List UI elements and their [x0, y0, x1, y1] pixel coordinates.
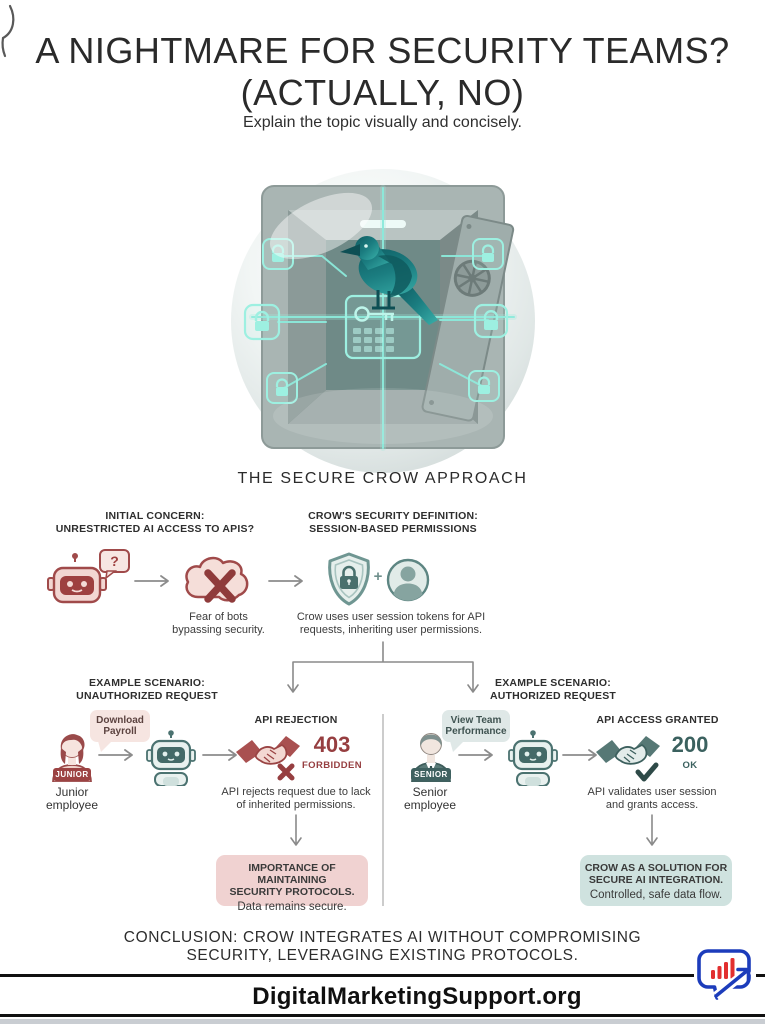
arrow-right-icon	[98, 749, 133, 761]
junior-badge: JUNIOR	[53, 768, 91, 781]
bar-chart-speech-bubble-icon	[697, 949, 752, 1000]
trend-arrow-icon	[714, 967, 751, 998]
speech-bubble: Download Payroll	[90, 710, 150, 752]
footer-rule-top-left	[0, 974, 694, 977]
footer-rule-bottom	[0, 1014, 765, 1017]
scenario-divider	[382, 714, 384, 906]
branch-connector	[287, 641, 479, 693]
padlock-icons	[243, 238, 509, 404]
senior-badge: SENIOR	[411, 768, 451, 781]
arrow-right-icon	[458, 749, 493, 761]
junior-employee-label: Junior employee	[45, 785, 99, 812]
robot-question-icon	[47, 553, 107, 604]
hero-image	[231, 169, 535, 473]
conclusion-text: CONCLUSION: CROW INTEGRATES AI WITHOUT C…	[123, 929, 642, 964]
page-title-line2: (ACTUALLY, NO)	[240, 72, 525, 113]
api-rejection-caption: API rejects request due to lack of inher…	[221, 786, 371, 811]
arrow-right-icon	[134, 575, 169, 587]
robot-assistant-icon	[146, 730, 196, 786]
cloud-error-icon	[185, 556, 249, 603]
x-mark-icon	[204, 569, 236, 603]
senior-employee-label: Senior employee	[403, 785, 457, 812]
shield-lock-icon	[328, 552, 370, 606]
arrow-down-icon	[290, 814, 302, 846]
crow-solution-box: CROW AS A SOLUTION FOR SECURE AI INTEGRA…	[580, 855, 732, 906]
svg-text:?: ?	[110, 553, 119, 569]
hero-caption: THE SECURE CROW APPROACH	[237, 470, 528, 487]
status-label-ok: OK	[682, 760, 698, 771]
user-avatar-icon	[386, 558, 430, 602]
api-granted-caption: API validates user session and grants ac…	[587, 786, 717, 811]
security-protocols-box: IMPORTANCE OF MAINTAINING SECURITY PROTO…	[216, 855, 368, 913]
circuit-glow-lines	[249, 185, 517, 451]
initial-concern-header: INITIAL CONCERN: UNRESTRICTED AI ACCESS …	[55, 510, 255, 535]
unauthorized-scenario-header: EXAMPLE SCENARIO: UNAUTHORIZED REQUEST	[76, 677, 218, 702]
handshake-approved-icon	[596, 736, 660, 782]
status-label-forbidden: FORBIDDEN	[301, 760, 363, 771]
arrow-right-icon	[202, 749, 237, 761]
keypad-key-icon	[344, 294, 422, 360]
authorized-scenario-header: EXAMPLE SCENARIO: AUTHORIZED REQUEST	[489, 677, 617, 702]
padlock-icon	[266, 372, 298, 404]
question-bubble-icon: ?	[99, 549, 130, 579]
status-code-403: 403	[313, 732, 351, 757]
padlock-icon	[472, 238, 504, 270]
arrow-right-icon	[268, 575, 303, 587]
check-mark-icon	[635, 762, 659, 782]
arrow-right-icon	[562, 749, 597, 761]
sphere-highlight	[269, 192, 373, 260]
speech-bubble: View Team Performance	[442, 710, 510, 752]
initial-concern-caption: Fear of bots bypassing security.	[172, 611, 265, 636]
sphere-reflection	[273, 388, 493, 444]
page-corner-mark	[1, 4, 15, 58]
status-code-200: 200	[671, 732, 709, 757]
padlock-icon	[243, 303, 281, 341]
plus-sign: +	[373, 568, 383, 585]
arrow-down-icon	[646, 814, 658, 846]
x-mark-icon	[277, 763, 295, 781]
handshake-rejected-icon	[236, 736, 300, 781]
padlock-icon	[468, 370, 500, 402]
api-rejection-title: API REJECTION	[254, 714, 338, 726]
page-bottom-strip	[0, 1019, 765, 1024]
footer-rule-top-right	[756, 974, 765, 977]
padlock-icon	[262, 238, 294, 270]
bar-chart-bars	[711, 958, 735, 979]
security-definition-caption: Crow uses user session tokens for API re…	[296, 611, 486, 636]
padlock-icon	[473, 303, 509, 339]
api-access-granted-title: API ACCESS GRANTED	[596, 714, 719, 726]
robot-assistant-icon	[508, 730, 558, 786]
security-definition-header: CROW'S SECURITY DEFINITION: SESSION-BASE…	[308, 510, 478, 535]
crow-image	[340, 236, 438, 325]
page-title: A NIGHTMARE FOR SECURITY TEAMS? (ACTUALL…	[0, 30, 765, 114]
page-subtitle: Explain the topic visually and concisely…	[243, 114, 522, 131]
page-title-line1: A NIGHTMARE FOR SECURITY TEAMS?	[35, 30, 730, 71]
brand-wordmark: DigitalMarketingSupport.org	[252, 983, 582, 1010]
